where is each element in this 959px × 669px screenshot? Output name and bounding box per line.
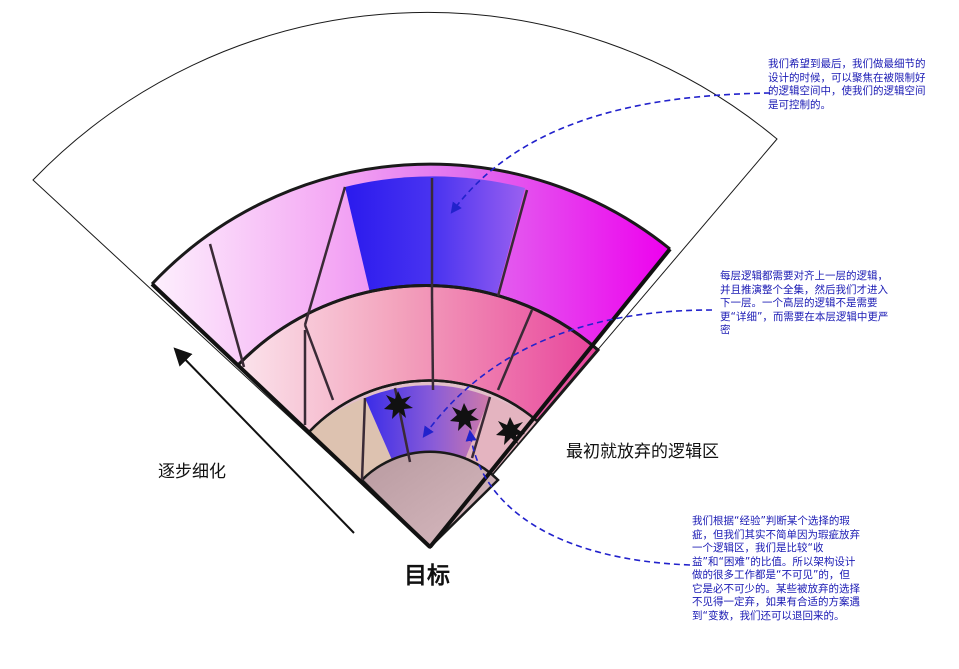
- divider-l4-b: [303, 186, 347, 326]
- fan-left-edge: [150, 282, 432, 549]
- label-abandoned-zone: 最初就放弃的逻辑区: [566, 442, 719, 462]
- divider-l4-a: [208, 243, 246, 368]
- note-top-focus: 我们希望到最后，我们做最细节的设计的时候，可以聚焦在被限制好的逻辑空间中，使我们…: [768, 58, 926, 111]
- level1-core: [360, 450, 500, 549]
- abandon-burst-1: [384, 391, 413, 419]
- callout-arrow-bottom: [465, 429, 691, 566]
- note-middle-align: 每层逻辑都需要对齐上一层的逻辑，并且推演整个全集，然后我们才进入下一层。一个高层…: [720, 270, 889, 336]
- divider-l3-d: [496, 309, 534, 391]
- refine-arrow: [173, 347, 355, 534]
- callout-arrow-top: [450, 92, 771, 214]
- divider-l2-c: [470, 396, 492, 459]
- divider-l3-c: [430, 295, 435, 391]
- level2-arc: [309, 379, 538, 432]
- note-bottom-experience: 我们根据“经验”判断某个选择的瑕疵，但我们其实不简单因为瑕疵放弃一个逻辑区，我们…: [692, 515, 860, 622]
- divider-l4-d: [496, 189, 529, 297]
- level3-arc: [236, 284, 599, 367]
- fan-right-edge: [428, 247, 672, 549]
- abandon-burst-2: [450, 403, 479, 431]
- divider-l2-a: [360, 397, 367, 481]
- level4-arc: [150, 162, 671, 286]
- label-refine: 逐步细化: [158, 462, 226, 482]
- abandon-burst-3: [496, 417, 525, 445]
- divider-l3-b: [303, 324, 335, 401]
- callout-arrow-middle: [422, 309, 713, 438]
- radial-dividers: [208, 178, 534, 481]
- label-goal: 目标: [404, 563, 450, 589]
